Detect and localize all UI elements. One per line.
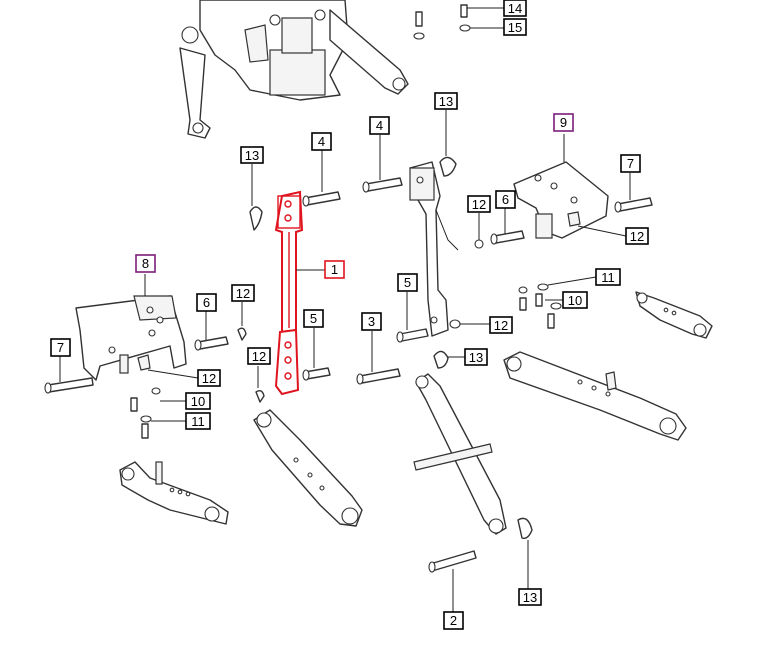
svg-text:1: 1 [331,262,338,277]
right-sensing-arm [635,291,713,339]
callout-13-b[interactable]: 13 [434,92,458,110]
clip-12-left-upper [237,302,247,341]
svg-text:5: 5 [310,311,317,326]
tractor-rear-housing [179,0,409,139]
washer-12-right-upper [474,213,484,249]
pin-2 [428,550,477,612]
callout-4-left[interactable]: 4 [311,132,332,151]
callout-12-c[interactable]: 12 [197,369,221,387]
clip-13-center-mid [433,350,466,369]
callout-1[interactable]: 1 [324,260,345,279]
clip-13-lower [517,517,533,589]
pin-4-left [302,149,341,207]
clip-12-left-lower [255,366,265,403]
callout-5-left[interactable]: 5 [303,309,324,328]
callout-5-center[interactable]: 5 [397,273,418,292]
callout-13-c[interactable]: 13 [464,348,488,366]
spring-12-right [567,211,627,237]
svg-text:12: 12 [630,229,644,244]
svg-text:13: 13 [245,148,259,163]
callout-12-a[interactable]: 12 [231,284,255,302]
callout-12-f[interactable]: 12 [489,316,513,334]
callout-7-right[interactable]: 7 [620,154,641,173]
svg-text:12: 12 [472,197,486,212]
svg-text:6: 6 [502,192,509,207]
svg-text:12: 12 [252,349,266,364]
pin-6-left [194,311,229,351]
callout-7-left[interactable]: 7 [50,338,71,357]
svg-text:8: 8 [142,256,149,271]
washer-15 [459,24,505,32]
callout-15[interactable]: 15 [503,18,527,36]
pin-7-right [614,173,653,213]
svg-text:6: 6 [203,295,210,310]
bolt-10-left [130,387,186,412]
center-lift-rod [409,161,459,337]
svg-text:2: 2 [450,613,457,628]
svg-text:7: 7 [57,340,64,355]
right-lift-rod-assembly [413,373,507,535]
callout-3[interactable]: 3 [361,312,382,331]
callout-6-left[interactable]: 6 [196,293,217,312]
svg-text:15: 15 [508,20,522,35]
bracket-assembly-8 [75,274,187,381]
svg-text:4: 4 [318,134,325,149]
callout-4-center[interactable]: 4 [369,116,390,135]
svg-text:12: 12 [494,318,508,333]
callout-14[interactable]: 14 [503,0,527,17]
svg-text:7: 7 [627,156,634,171]
clip-13-center-top [439,110,457,177]
svg-text:11: 11 [601,270,615,285]
bolt-14 [460,4,505,18]
svg-text:13: 13 [469,350,483,365]
svg-text:12: 12 [202,371,216,386]
left-lower-arm-linkage [119,461,229,525]
right-lower-link [503,351,687,441]
washer-12-center [449,319,490,329]
callout-12-b[interactable]: 12 [247,347,271,365]
callout-11-left[interactable]: 11 [185,412,211,430]
svg-text:12: 12 [236,286,250,301]
svg-text:11: 11 [191,414,205,429]
bolt-small-top [413,11,425,40]
svg-text:13: 13 [523,590,537,605]
svg-text:14: 14 [508,1,522,16]
pin-5-left [302,328,331,381]
pin-4-center [362,135,403,193]
svg-text:5: 5 [404,275,411,290]
washer-11-left [140,415,186,439]
svg-text:9: 9 [560,115,567,130]
callout-12-e[interactable]: 12 [625,227,649,245]
callout-13-d[interactable]: 13 [518,588,542,606]
callout-10-right[interactable]: 10 [562,291,588,309]
pin-3 [356,331,401,385]
callout-11-right[interactable]: 11 [595,268,621,286]
pin-5-center [396,292,429,343]
callout-10-left[interactable]: 10 [185,392,211,410]
callout-8[interactable]: 8 [135,254,156,273]
svg-text:10: 10 [568,293,582,308]
callout-2[interactable]: 2 [443,611,464,630]
clip-13-left [249,164,263,231]
callout-9[interactable]: 9 [553,113,574,132]
bracket-assembly-9 [513,134,609,239]
top-link-part-1 [274,190,325,396]
spring-12-left [137,354,199,379]
callout-6-right[interactable]: 6 [495,190,516,209]
pin-7-left [44,356,94,394]
callout-13-a[interactable]: 13 [240,146,264,164]
svg-text:10: 10 [191,394,205,409]
pin-6-right [490,208,525,245]
left-lower-link [253,409,363,527]
callout-12-d[interactable]: 12 [467,195,491,213]
bolt-10-right [518,286,563,329]
svg-text:13: 13 [439,94,453,109]
washer-11-right [537,276,597,310]
svg-text:4: 4 [376,118,383,133]
svg-text:3: 3 [368,314,375,329]
